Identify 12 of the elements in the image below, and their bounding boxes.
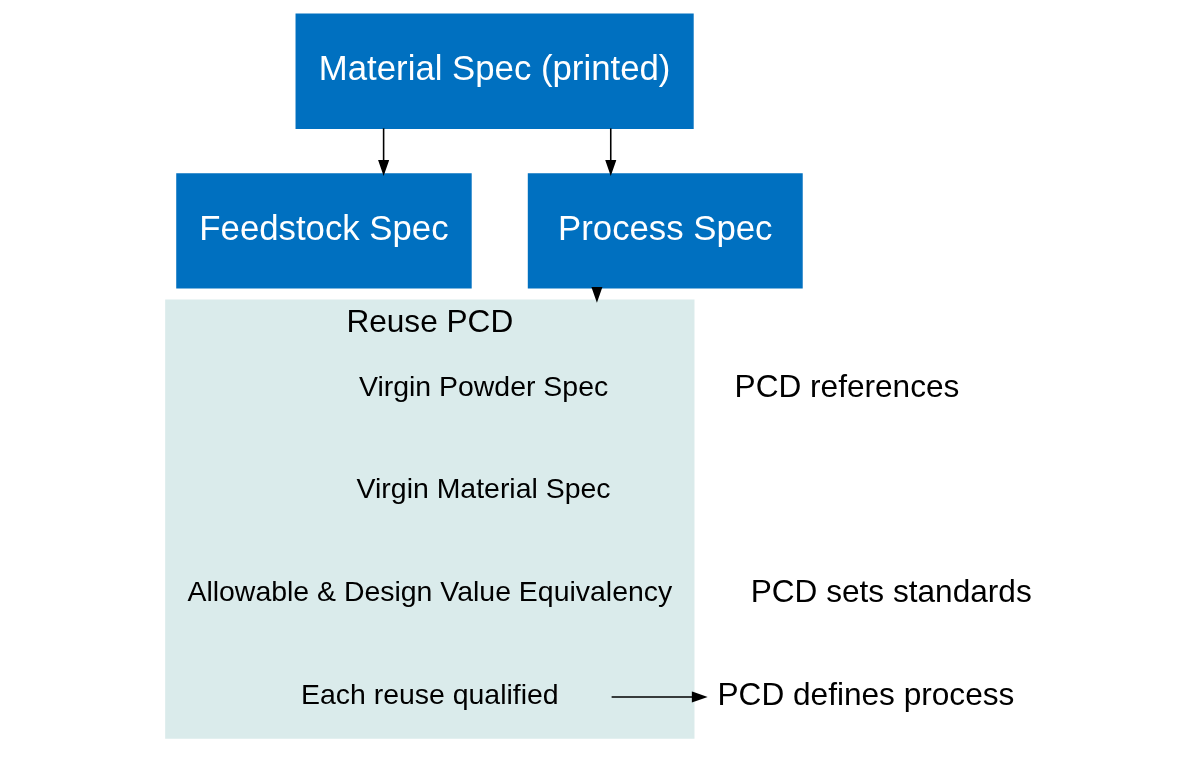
node-text: Allowable & Design Value Equivalency <box>187 575 673 608</box>
node-text: Virgin Material Spec <box>356 472 611 505</box>
label: PCD references <box>734 367 960 404</box>
node-text: PCD defines process <box>717 675 1015 712</box>
node-box: Material Spec (printed) <box>295 13 694 129</box>
arrow <box>378 127 390 176</box>
node-text: Virgin Powder Spec <box>358 369 609 402</box>
node-text: Each reuse qualified <box>300 677 559 710</box>
arrow <box>605 127 617 176</box>
node-box: Feedstock Spec <box>176 173 472 289</box>
arrow <box>610 691 708 703</box>
label: PCD sets standards <box>750 573 1032 610</box>
